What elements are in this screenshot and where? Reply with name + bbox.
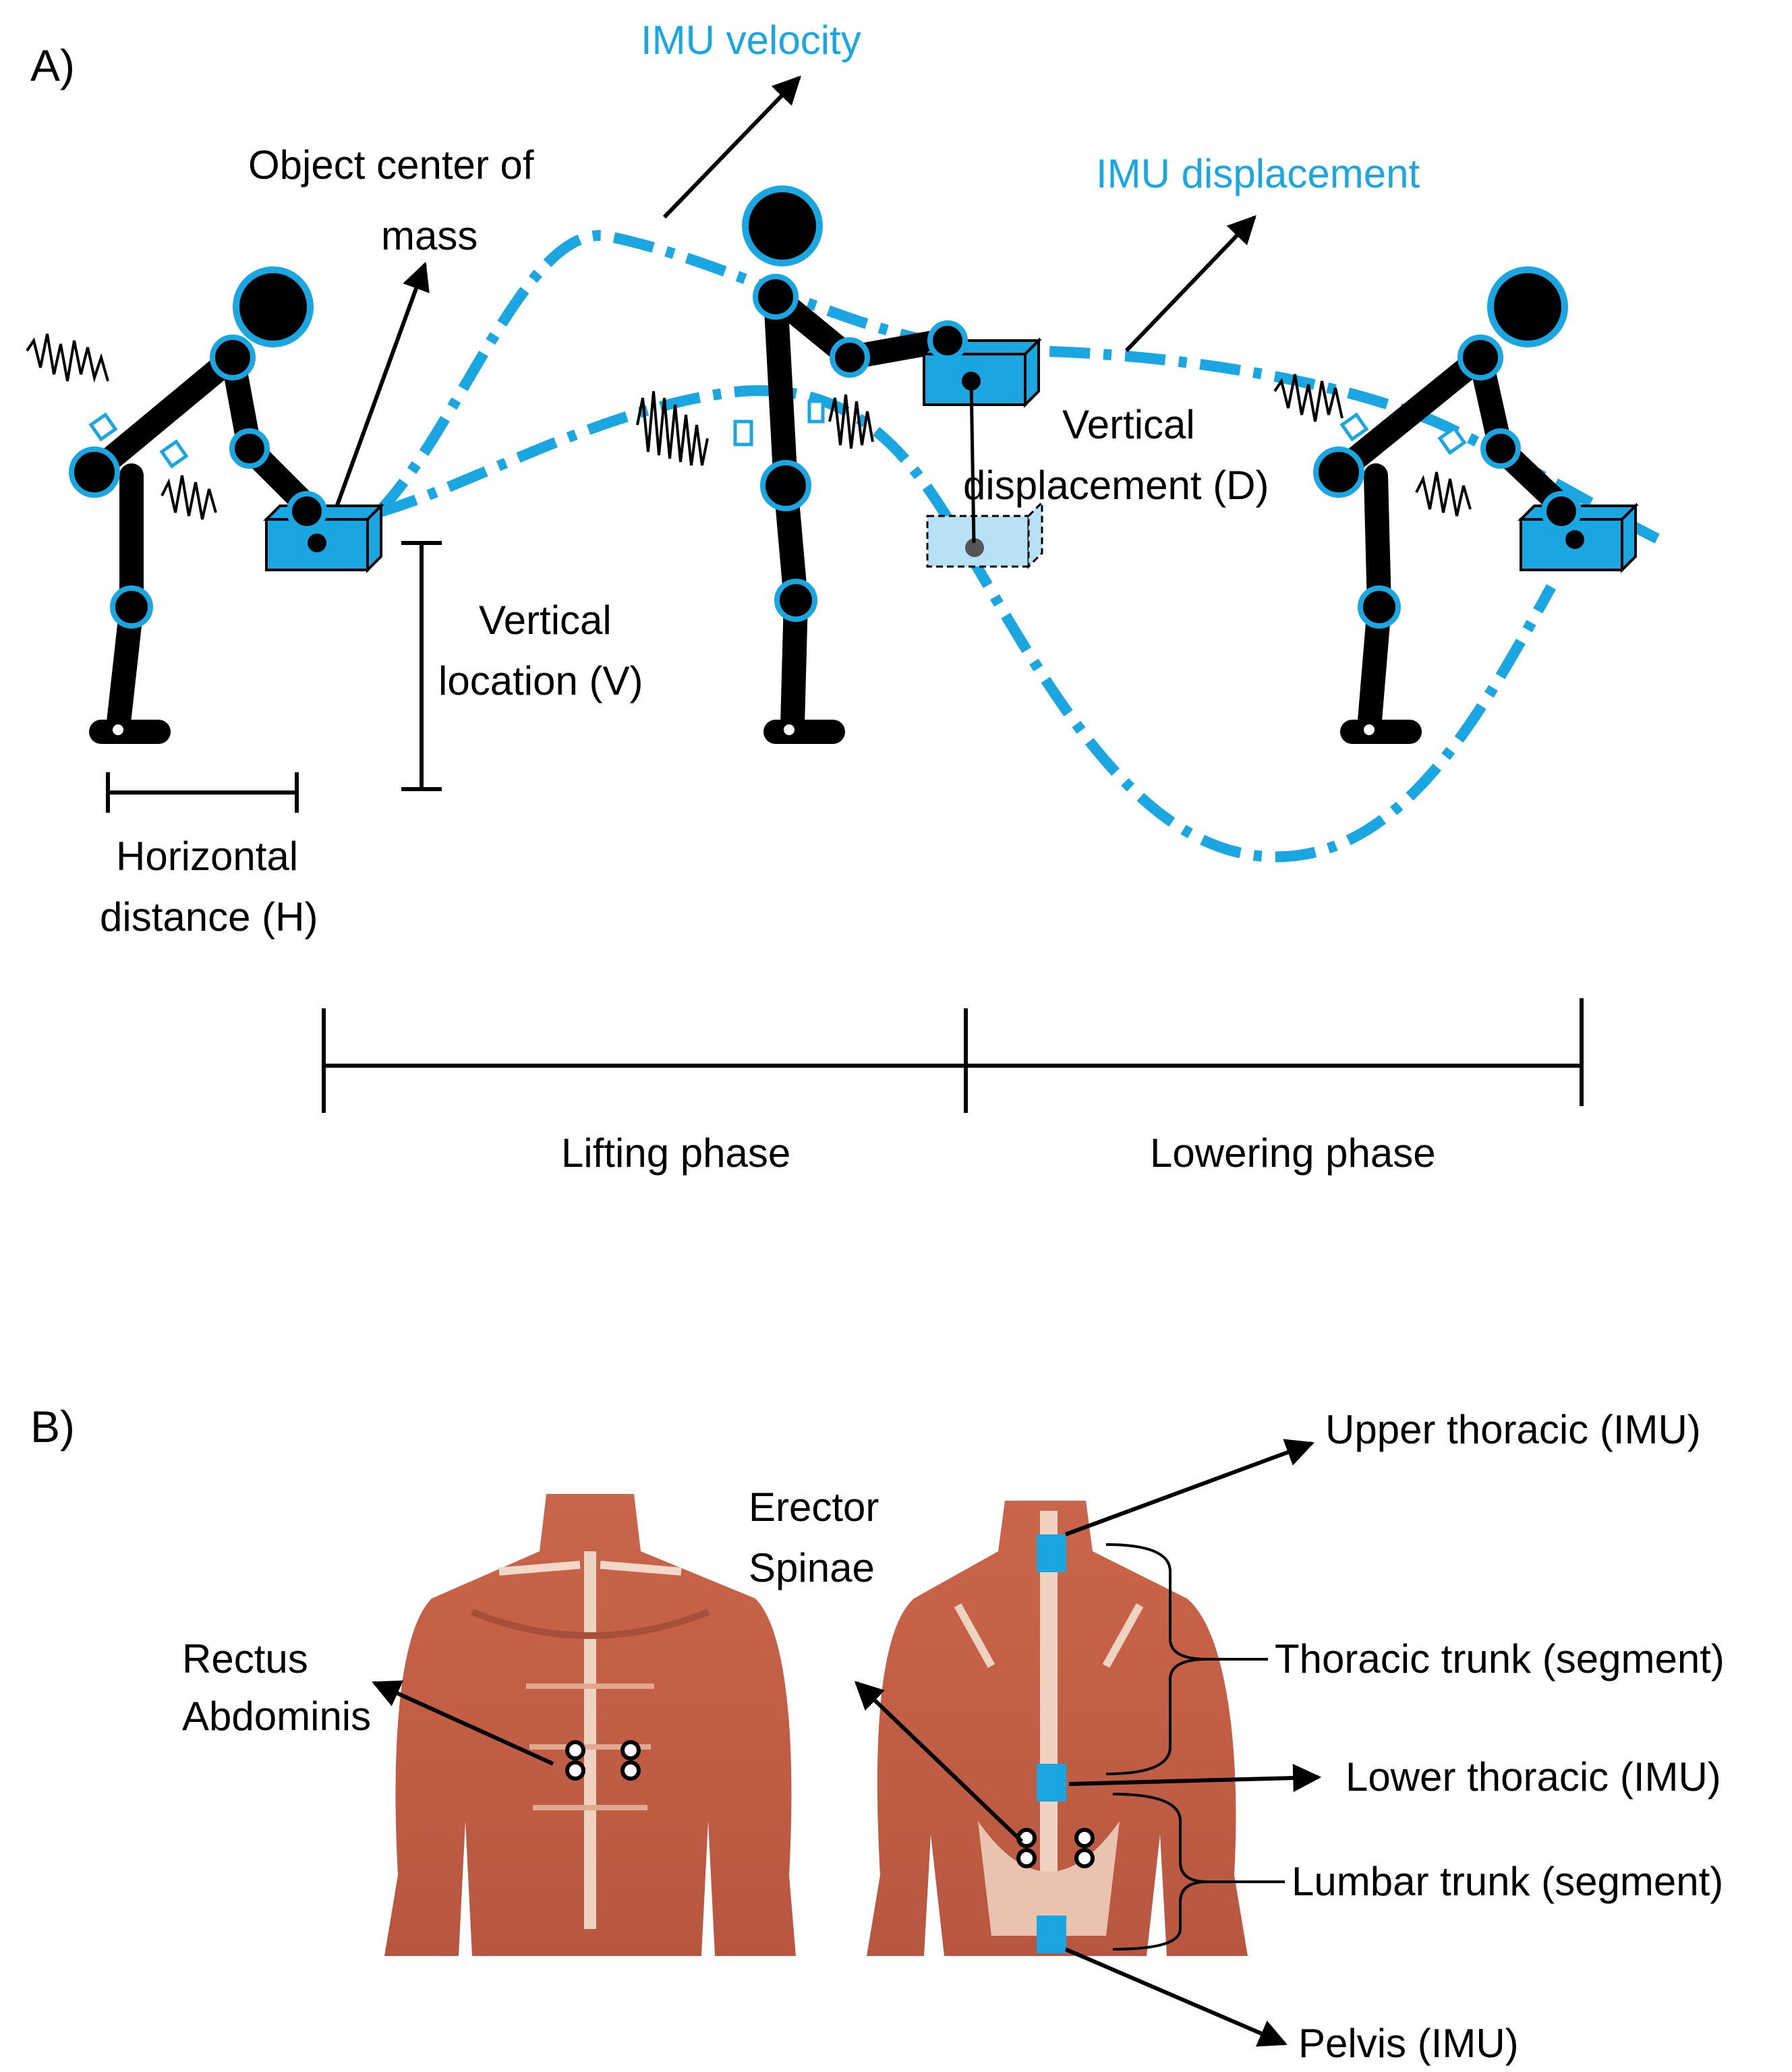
imu-upper-thoracic-marker bbox=[1037, 1534, 1066, 1572]
horizontal-distance-bracket bbox=[106, 772, 299, 813]
upper-thoracic-label: Upper thoracic (IMU) bbox=[1325, 1407, 1701, 1452]
object-box-lifted bbox=[921, 337, 1042, 408]
imu-velocity-label: IMU velocity bbox=[641, 18, 861, 63]
vertical-displacement-line bbox=[969, 380, 976, 544]
person-standing-middle bbox=[636, 185, 956, 744]
anatomy-back-torso bbox=[867, 1501, 1248, 1956]
lumbar-trunk-label: Lumbar trunk (segment) bbox=[1292, 1859, 1723, 1904]
person-bending-right bbox=[1273, 266, 1577, 744]
vertical-displacement-label-2: displacement (D) bbox=[963, 463, 1269, 508]
pelvis-arrow bbox=[1064, 1947, 1288, 2047]
imu-velocity-arrow bbox=[662, 75, 801, 219]
object-com-label-2: mass bbox=[381, 213, 478, 258]
vertical-location-bracket bbox=[401, 541, 442, 791]
horizontal-distance-label-2: distance (H) bbox=[100, 894, 318, 940]
vertical-location-label-1: Vertical bbox=[479, 598, 612, 643]
emg-electrodes-back bbox=[1016, 1828, 1095, 1868]
person-bending-left bbox=[26, 266, 322, 744]
imu-lower-thoracic-marker bbox=[1037, 1764, 1066, 1802]
vertical-location-label-2: location (V) bbox=[438, 658, 643, 703]
vertical-displacement-label-1: Vertical bbox=[1062, 402, 1195, 447]
upper-thoracic-arrow bbox=[1064, 1439, 1314, 1536]
panel-b-label: B) bbox=[30, 1402, 75, 1451]
imu-displacement-label: IMU displacement bbox=[1096, 151, 1420, 196]
imu-pelvis-marker bbox=[1037, 1916, 1066, 1953]
imu-displacement-arrow bbox=[1124, 214, 1256, 353]
phase-timeline bbox=[322, 998, 1584, 1113]
horizontal-distance-label-1: Horizontal bbox=[116, 834, 298, 879]
object-com-label-1: Object center of bbox=[248, 142, 534, 188]
pelvis-label: Pelvis (IMU) bbox=[1298, 2021, 1519, 2066]
rectus-arrow bbox=[372, 1680, 554, 1766]
lower-thoracic-label: Lower thoracic (IMU) bbox=[1346, 1754, 1721, 1800]
lowering-phase-label: Lowering phase bbox=[1150, 1130, 1436, 1176]
erector-arrow bbox=[854, 1681, 1024, 1843]
imu-velocity-curve bbox=[376, 385, 1556, 863]
object-com-arrow bbox=[325, 262, 430, 534]
lifting-phase-label: Lifting phase bbox=[561, 1130, 790, 1176]
erector-label-1: Erector bbox=[749, 1485, 879, 1530]
emg-electrodes-front bbox=[565, 1740, 641, 1781]
erector-label-2: Spinae bbox=[749, 1545, 875, 1590]
thoracic-trunk-label: Thoracic trunk (segment) bbox=[1275, 1636, 1725, 1681]
rectus-label-1: Rectus bbox=[182, 1636, 308, 1681]
anatomy-front-torso bbox=[384, 1494, 796, 1956]
panel-a-label: A) bbox=[30, 40, 75, 90]
object-box-ghost bbox=[926, 500, 1043, 569]
rectus-label-2: Abdominis bbox=[182, 1694, 371, 1739]
lower-thoracic-arrow bbox=[1068, 1764, 1322, 1793]
